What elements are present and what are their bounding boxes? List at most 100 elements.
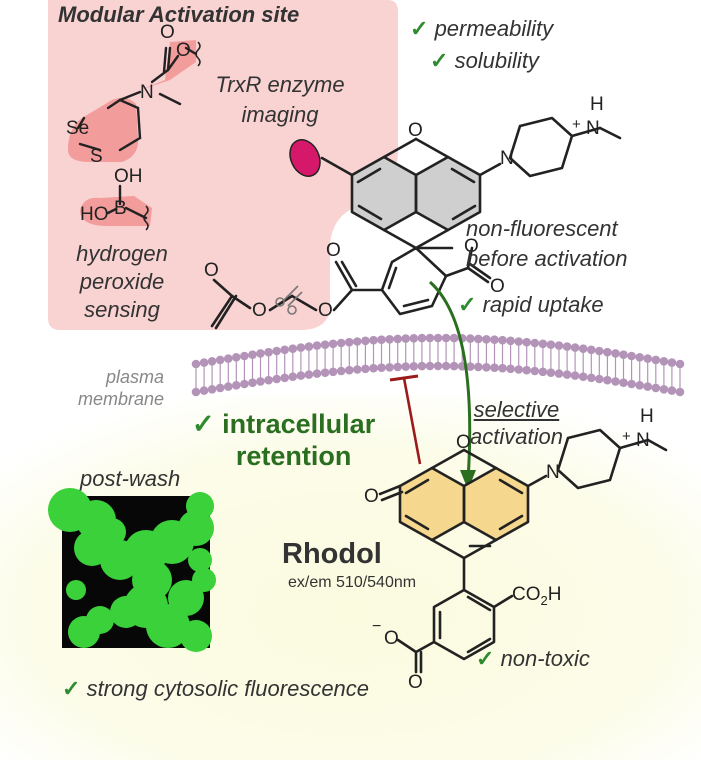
lipid-head: [603, 347, 612, 357]
atom-minus-carboxylate: −: [372, 618, 382, 635]
lipid-head: [224, 354, 233, 363]
atom-o-ester: O: [318, 300, 333, 321]
fluorescent-cell: [98, 518, 126, 546]
check-strong-fluorescence: ✓ strong cytosolic fluorescence: [62, 676, 369, 702]
atom-o-acetate-carbonyl: O: [204, 260, 219, 281]
plasma-membrane-label: plasma membrane: [78, 366, 164, 410]
atom-o-carboxylate-dbl: O: [408, 672, 423, 693]
atom-o-lactone: O: [464, 236, 479, 257]
lipid-head: [336, 366, 346, 376]
lipid-head: [353, 365, 362, 374]
lipid-head: [312, 369, 322, 378]
check-icon: ✓: [410, 16, 429, 41]
lipid-head: [361, 364, 370, 374]
check-icon: ✓: [192, 409, 215, 439]
lipid-head: [240, 351, 249, 361]
h2o2-label-line3: sensing: [84, 297, 160, 322]
lipid-head: [643, 382, 652, 391]
lipid-head: [562, 370, 572, 379]
lipid-head: [328, 339, 338, 349]
atom-n-rhodol-2: N: [636, 430, 650, 451]
fluorescent-cell: [168, 580, 204, 616]
lipid-head: [232, 381, 241, 390]
selective-label: selective: [473, 397, 560, 422]
lipid-head: [215, 383, 225, 393]
atom-ho: HO: [80, 204, 109, 225]
atom-plus-piperazine: +: [572, 116, 581, 133]
plasma-membrane-line2: membrane: [78, 389, 165, 409]
non-fluorescent-line1: non-fluorescent: [466, 216, 618, 241]
check-non-toxic: ✓ non-toxic: [476, 646, 590, 672]
lipid-head: [675, 359, 685, 369]
activation-arrow: [428, 280, 472, 481]
lipid-head: [401, 362, 411, 371]
retention-line1: intracellular: [222, 409, 376, 439]
lipid-head: [449, 333, 459, 343]
lipid-head: [490, 335, 499, 345]
lipid-head: [474, 334, 483, 344]
atom-o-ether: O: [176, 40, 191, 61]
retention-inhibit-bar: [389, 374, 419, 382]
squiggle-bond: [143, 205, 149, 231]
lipid-head: [578, 344, 588, 354]
check-solubility-label: solubility: [454, 48, 539, 73]
lipid-head: [345, 337, 354, 347]
co2h-h: H: [547, 584, 562, 605]
lipid-head: [514, 337, 523, 346]
atom-se: Se: [66, 118, 90, 139]
activation-arrowhead: [460, 470, 476, 490]
activation-panel-title: Modular Activation site: [58, 2, 300, 27]
atom-plus-rhodol: +: [622, 428, 631, 445]
lipid-head: [482, 335, 491, 344]
co2h-group: CO2H: [512, 584, 561, 608]
check-permeability: ✓ permeability: [410, 16, 553, 42]
lipid-head: [256, 377, 265, 386]
lipid-head: [466, 362, 475, 371]
lipid-head: [361, 336, 370, 346]
lipid-head: [514, 365, 523, 374]
lipid-head: [474, 362, 483, 372]
lipid-head: [425, 361, 435, 371]
lipid-head: [619, 350, 628, 360]
fluorescent-cell: [66, 580, 86, 600]
lipid-head: [441, 333, 451, 343]
lipid-head: [288, 372, 298, 382]
activation-site-panel: [48, 0, 398, 330]
check-rapid-uptake-label: rapid uptake: [482, 292, 604, 317]
lipid-head: [296, 371, 306, 380]
scissors-icon: [275, 285, 303, 315]
fluorescent-cell: [110, 596, 142, 628]
lipid-head: [215, 355, 225, 365]
atom-n-piperazine-1: N: [500, 148, 514, 169]
retention-inhibit-line: [402, 377, 422, 465]
lipid-head: [224, 382, 233, 391]
lipid-head: [667, 386, 677, 395]
lipid-head: [506, 364, 515, 374]
lipid-head: [506, 336, 515, 346]
non-fluorescent-line2: before activation: [466, 246, 628, 271]
atom-n-carbamate: N: [140, 82, 154, 103]
lipid-head: [393, 334, 403, 344]
atom-n-piperazine-2: N: [586, 118, 600, 139]
co2h-co: CO: [512, 584, 541, 605]
lipid-head: [304, 370, 314, 379]
lipid-head: [296, 343, 306, 352]
check-strong-fluorescence-label: strong cytosolic fluorescence: [86, 676, 370, 701]
lipid-head: [328, 367, 338, 377]
lipid-head: [570, 343, 580, 352]
fluorescent-cell: [188, 548, 212, 572]
lipid-head: [199, 358, 209, 367]
lipid-head: [554, 369, 564, 378]
lipid-head: [280, 345, 290, 355]
atom-o-rhodol-keto: O: [364, 486, 379, 507]
lipid-head: [385, 335, 394, 344]
lipid-head: [651, 383, 661, 393]
retention-line2: retention: [235, 441, 352, 471]
lipid-head: [611, 349, 620, 358]
lipid-head: [377, 335, 386, 345]
atom-o-lactone-carbonyl: O: [490, 276, 505, 297]
lipid-head: [667, 358, 677, 367]
check-icon: ✓: [62, 676, 81, 701]
